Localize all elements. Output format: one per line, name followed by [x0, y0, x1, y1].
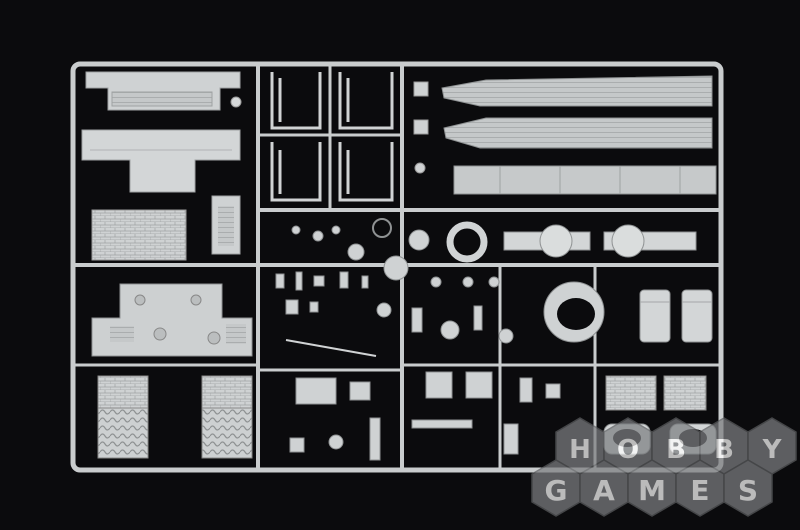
- watermark-letter: G: [545, 474, 568, 507]
- watermark-letter: O: [617, 435, 639, 465]
- side-skirt-upper: [441, 75, 713, 107]
- watermark-letter: M: [638, 474, 666, 507]
- watermark-letter: B: [714, 435, 734, 465]
- watermark-letter: S: [738, 474, 758, 507]
- hatch-ring: [543, 281, 605, 343]
- track-guard: [413, 81, 717, 195]
- rear-plate-right: [201, 375, 253, 459]
- center-right-parts: [411, 276, 561, 455]
- watermark-letter: H: [569, 435, 591, 465]
- watermark-letter: Y: [762, 435, 783, 465]
- hobby-games-watermark: H O B B Y G A M E S: [531, 417, 797, 517]
- bracket-frames: [270, 72, 394, 202]
- watermark-letter: B: [666, 435, 686, 465]
- sprue-frame: [70, 61, 724, 473]
- rear-plate-left: [97, 375, 149, 459]
- hull-plate: [81, 129, 241, 255]
- side-skirt-lower: [443, 117, 713, 149]
- upper-hull-plate: [91, 283, 253, 357]
- axle-right: [603, 224, 697, 258]
- cylinders: [639, 289, 713, 343]
- brick-block: [91, 209, 187, 261]
- watermark-letter: A: [593, 474, 615, 507]
- watermark-letter: E: [690, 474, 709, 507]
- engine-deck-plate: [85, 71, 242, 111]
- turret-ring: [408, 221, 488, 263]
- small-parts-cluster: [275, 218, 409, 461]
- axle-left: [503, 224, 591, 258]
